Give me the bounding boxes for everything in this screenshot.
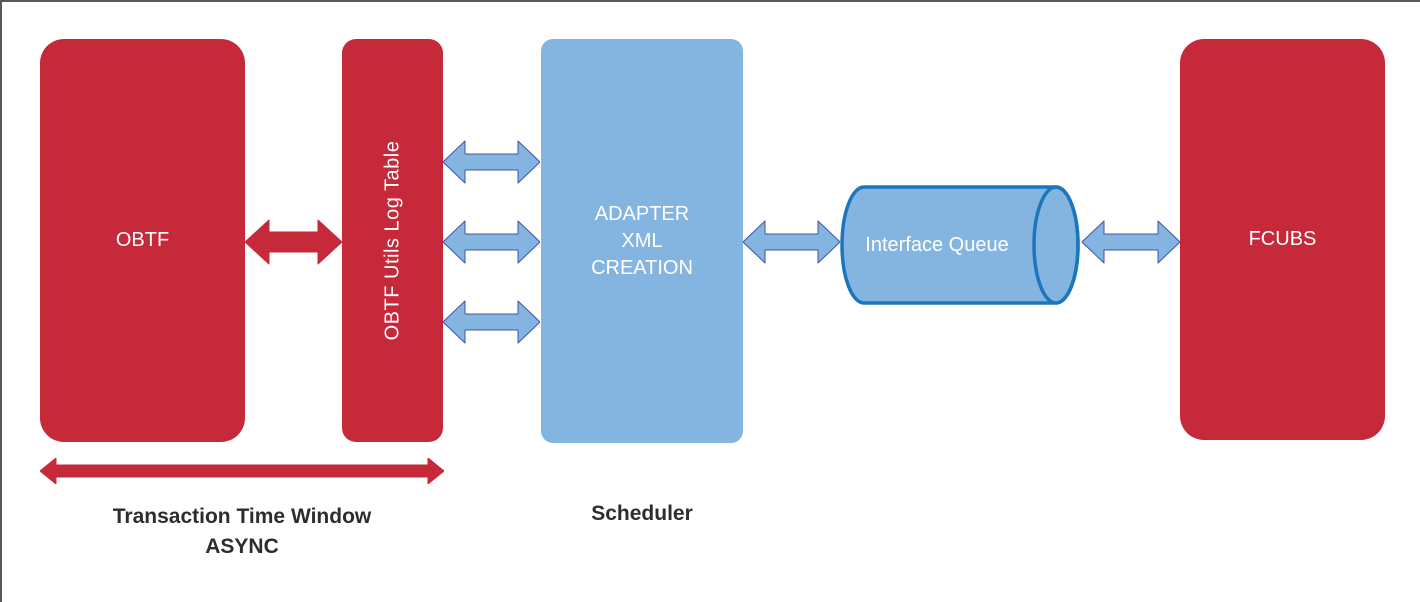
queue-cylinder-icon [840,185,1080,305]
transaction-time-window-span-arrow-icon [40,458,444,484]
adapter-queue-double-arrow-icon [743,220,840,264]
fcubs-node-label: FCUBS [1248,228,1317,250]
utils-adapter-double-arrow-top-icon [443,140,540,184]
scheduler-caption: Scheduler [591,502,693,525]
obtf-utils-log-table-node: OBTF Utils Log Table [342,39,443,442]
obtf-utils-log-table-label: OBTF Utils Log Table [381,140,403,341]
obtf-node: OBTF [40,39,245,442]
utils-adapter-double-arrow-bottom-icon [443,300,540,344]
interface-queue-label: Interface Queue [865,233,1009,256]
adapter-xml-creation-node: ADAPTER XML CREATION [541,39,743,443]
utils-adapter-double-arrow-middle-icon [443,220,540,264]
queue-fcubs-double-arrow-icon [1082,220,1180,264]
interface-queue-node: Interface Queue [840,185,1080,305]
transaction-time-window-caption-line1: Transaction Time Window [112,505,372,528]
adapter-xml-creation-label: ADAPTER XML CREATION [591,202,693,279]
obtf-utils-double-arrow-icon [245,219,342,265]
transaction-time-window-caption: Transaction Time Window ASYNC [42,502,442,562]
transaction-time-window-caption-line2: ASYNC [205,535,279,558]
obtf-node-label: OBTF [115,229,170,251]
fcubs-node: FCUBS [1180,39,1385,440]
